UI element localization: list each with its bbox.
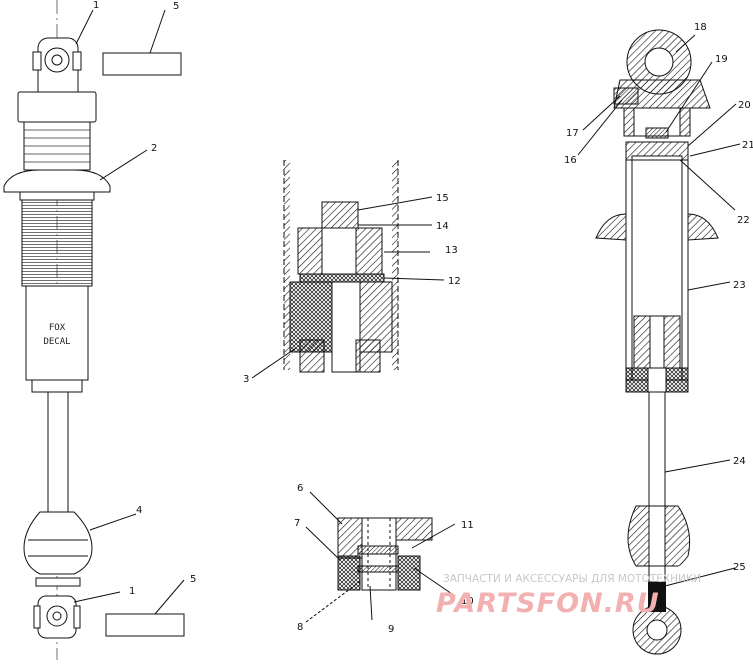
label-box-top <box>102 52 182 76</box>
callout-10: 10 <box>461 596 474 607</box>
callout-6: 6 <box>297 483 303 494</box>
callout-16: 16 <box>564 155 577 166</box>
callout-13: 13 <box>445 245 458 256</box>
callout-17: 17 <box>566 128 579 139</box>
watermark: ЗАПЧАСТИ И АКСЕССУАРЫ ДЛЯ МОТОТЕХНИКИ PA… <box>436 573 701 619</box>
callout-8: 8 <box>297 622 303 633</box>
left-shock-assembly: FOX DECAL <box>3 0 111 660</box>
watermark-site-name: PARTSFON.RU <box>436 588 660 619</box>
callout-1: 1 <box>93 0 99 11</box>
callout-5: 5 <box>173 1 179 12</box>
label-box-bottom <box>105 613 185 637</box>
callout-2: 2 <box>151 143 157 154</box>
callout-23: 23 <box>733 280 746 291</box>
callout-12: 12 <box>448 276 461 287</box>
right-shock-cross-section <box>595 29 719 655</box>
leader-lines <box>73 9 741 623</box>
callout-7: 7 <box>294 518 300 529</box>
callout-25: 25 <box>733 562 746 573</box>
callout-9: 9 <box>388 624 394 635</box>
decal-label-line1: FOX <box>49 323 66 333</box>
callout-14: 14 <box>436 221 449 232</box>
piston-section-detail <box>283 160 399 373</box>
callout-22: 22 <box>737 215 750 226</box>
callout-15: 15 <box>436 193 449 204</box>
callout-1-lower: 1 <box>129 586 135 597</box>
callout-24: 24 <box>733 456 746 467</box>
callout-11: 11 <box>461 520 474 531</box>
callout-19: 19 <box>715 54 728 65</box>
callout-20: 20 <box>738 100 751 111</box>
callout-3: 3 <box>243 374 249 385</box>
callout-labels: 1 5 2 3 4 1 5 6 7 8 9 10 11 12 13 14 15 … <box>93 0 753 635</box>
watermark-tagline: ЗАПЧАСТИ И АКСЕССУАРЫ ДЛЯ МОТОТЕХНИКИ <box>443 573 701 585</box>
decal-label-line2: DECAL <box>43 337 70 347</box>
callout-4: 4 <box>136 505 142 516</box>
callout-21: 21 <box>742 140 753 151</box>
callout-18: 18 <box>694 22 707 33</box>
seal-head-section-detail <box>337 517 433 591</box>
callout-5-lower: 5 <box>190 574 196 585</box>
